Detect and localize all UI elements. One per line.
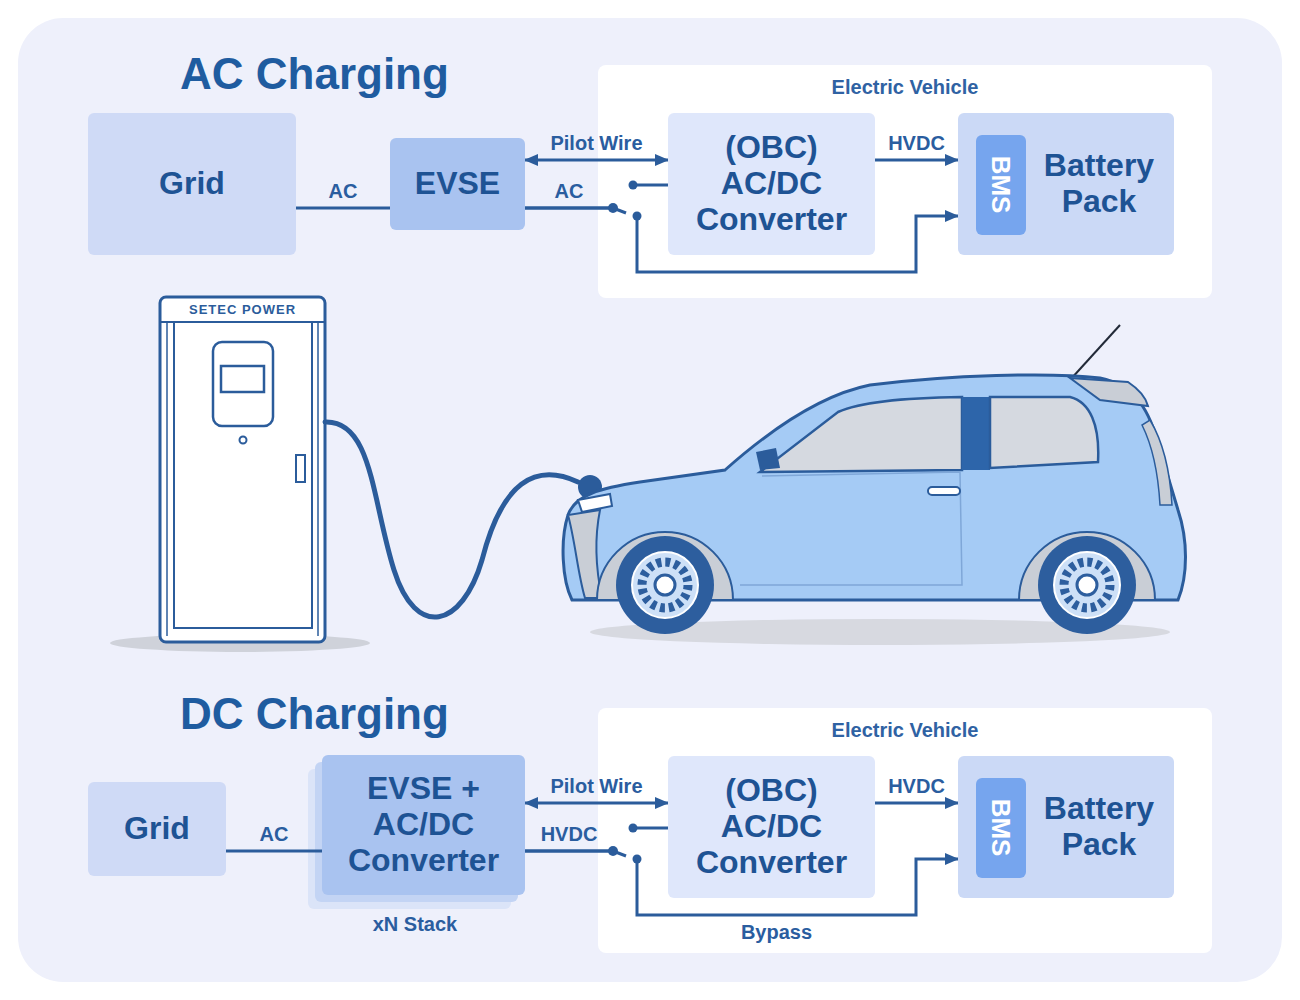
car-rear-wheel [1038,536,1136,634]
car-door-line [740,472,962,585]
box-label: Grid [124,811,190,847]
edge-label: Bypass [741,921,812,943]
car-illustration [563,325,1185,645]
hub [1077,575,1097,595]
bms-badge: BMS [976,135,1026,235]
car-mirror [756,448,780,470]
edge-label: HVDC [888,775,945,797]
car-tail-light [1142,420,1172,505]
connector [226,850,322,853]
connector [875,802,958,805]
stack-note: xN Stack [373,913,458,935]
evse-box: EVSE [390,138,525,230]
rim [1054,552,1120,618]
car-pillar [962,397,990,470]
section-heading: AC Charging [180,50,449,98]
box-label: Battery Pack [1034,148,1164,220]
edge-label: Pilot Wire [550,132,642,154]
car-front-bumper [568,510,602,598]
car-door-handle [928,487,960,495]
charger-screen [221,366,264,392]
box-label: (OBC) AC/DC Converter [686,773,858,880]
hub [655,575,675,595]
converter-box: (OBC) AC/DC Converter [668,756,875,898]
charger-screen-module [213,342,273,426]
grid-box: Grid [88,782,226,876]
car-front-wheel [616,536,714,634]
charger-converter-box: EVSE + AC/DC Converter [322,755,525,895]
panel-heading: Electric Vehicle [598,76,1212,98]
charger-edge-line [317,322,319,636]
switch-blade [613,851,626,856]
box-label: Grid [159,166,225,202]
connector [525,185,668,208]
panel-heading: Electric Vehicle [598,719,1212,741]
grid-box: Grid [88,113,296,255]
charger-button [240,437,247,444]
section-heading: DC Charging [180,690,449,738]
panel-ground [18,18,1282,982]
container-grounds [308,65,1212,953]
edge-label: HVDC [888,132,945,154]
charger-illustration [110,297,602,652]
charger-door [174,322,312,628]
converter-box: (OBC) AC/DC Converter [668,113,875,255]
charging-cable [325,422,578,617]
bms-badge: BMS [976,778,1026,878]
car-rear-window [990,397,1098,468]
charger-housing [160,297,325,642]
charger-handle [296,455,305,482]
badge-label: BMS [986,799,1015,857]
battery-box: Battery Pack BMS [958,113,1174,255]
car-headlight [578,494,612,512]
edge-label: AC [555,180,584,202]
vehicle-panel-ground [598,65,1212,298]
connector [296,207,390,210]
edge-label: HVDC [541,823,598,845]
tire [616,536,714,634]
box-label: Battery Pack [1034,791,1164,863]
car-front-window [760,397,962,472]
rim [632,552,698,618]
connector [525,802,668,805]
edge-label: AC [260,823,289,845]
tire [1038,536,1136,634]
connector [875,159,958,162]
charger-edge-line [166,322,168,636]
edge-label: AC [329,180,358,202]
rim-spokes [1064,562,1110,608]
car-antenna [1070,325,1120,380]
battery-box: Battery Pack BMS [958,756,1174,898]
badge-label: BMS [986,156,1015,214]
rim-spokes [642,562,688,608]
box-label: EVSE + AC/DC Converter [339,771,509,878]
vehicle-panel: Electric Vehicle (OBC) AC/DC Converter Bat… [598,65,1212,298]
edge-label: Pilot Wire [550,775,642,797]
connector [525,159,668,162]
box-label: EVSE [415,166,500,202]
switch-blade [613,208,626,213]
brand-mark: SETEC POWER [189,303,296,317]
box-label: (OBC) AC/DC Converter [686,130,858,237]
vehicle-panel: Electric Vehicle (OBC) AC/DC Converter Bat… [598,708,1212,953]
